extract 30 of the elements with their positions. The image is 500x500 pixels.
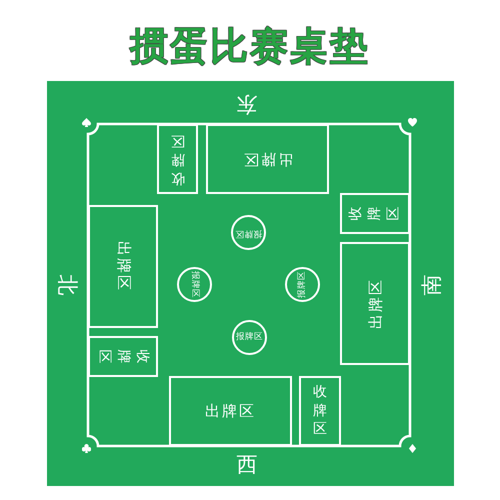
direction-label: 西 bbox=[236, 453, 258, 477]
area-outline bbox=[157, 124, 198, 194]
area-label: 收牌区 bbox=[96, 350, 152, 364]
area-outline bbox=[299, 376, 341, 446]
area-circle bbox=[231, 215, 266, 250]
area-label: 报牌区 bbox=[190, 271, 200, 298]
area-outline bbox=[88, 205, 158, 328]
area-outline bbox=[88, 336, 158, 377]
area-label: 出牌区 bbox=[242, 150, 293, 168]
area-label: 报牌区 bbox=[235, 228, 262, 238]
area-label: 收牌区 bbox=[313, 382, 327, 440]
area-label: 出牌区 bbox=[114, 241, 132, 292]
area-circle bbox=[177, 267, 212, 302]
area-label: 出牌区 bbox=[205, 402, 256, 420]
area-circle bbox=[232, 320, 267, 355]
area-label: 收牌区 bbox=[346, 206, 402, 220]
direction-label: 南 bbox=[420, 274, 444, 296]
area-label: 报牌区 bbox=[298, 271, 308, 298]
table-mat bbox=[47, 81, 454, 486]
direction-label: 东 bbox=[236, 92, 258, 116]
title: 掼蛋比赛桌垫 bbox=[130, 24, 370, 68]
area-outline bbox=[206, 124, 329, 194]
area-label: 报牌区 bbox=[236, 332, 263, 342]
area-circle bbox=[285, 267, 320, 302]
area-label: 出牌区 bbox=[366, 278, 384, 329]
area-outline bbox=[169, 376, 292, 446]
direction-label: 北 bbox=[55, 274, 79, 296]
area-outline bbox=[340, 193, 410, 234]
area-label: 收牌区 bbox=[170, 132, 184, 188]
area-outline bbox=[340, 242, 410, 365]
